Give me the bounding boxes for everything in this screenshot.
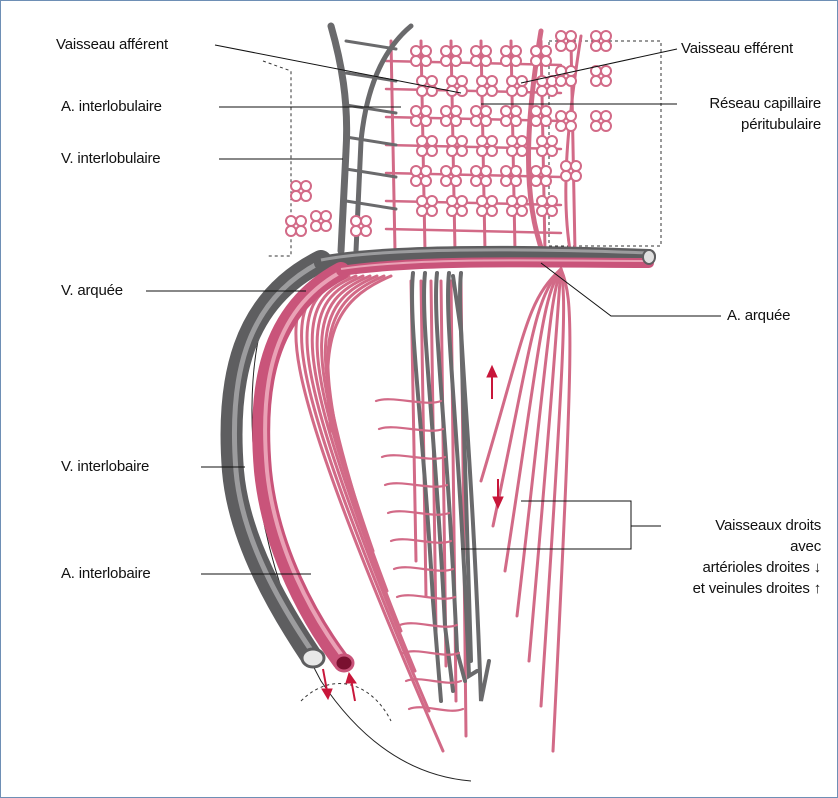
glomerulus	[507, 196, 527, 216]
glomerulus	[556, 66, 576, 86]
glomerulus	[537, 136, 557, 156]
venule-branch	[346, 41, 396, 49]
glomerulus	[537, 196, 557, 216]
glomerulus	[477, 76, 497, 96]
label-v-interlobulaire: V. interlobulaire	[61, 150, 160, 168]
label-a-arquee: A. arquée	[727, 307, 790, 325]
v-interlobulaire-vessel	[331, 26, 347, 251]
label-peritubulaire: péritubulaire	[741, 116, 821, 134]
glomeruli	[286, 31, 611, 236]
vein-end	[302, 649, 324, 667]
vasa-arteriole	[312, 276, 401, 631]
label-vaisseaux-droits: Vaisseaux droits	[715, 517, 821, 535]
capillary	[403, 651, 459, 654]
vasa-recta-arterioles	[296, 269, 570, 751]
capillary	[400, 623, 457, 626]
glomerulus	[556, 31, 576, 51]
label-reseau-capillaire: Réseau capillaire	[709, 95, 821, 113]
glomerulus	[291, 181, 311, 201]
glomerulus	[311, 211, 331, 231]
glomerulus	[591, 66, 611, 86]
artery-end	[335, 655, 353, 671]
glomerulus	[411, 166, 431, 186]
label-avec: avec	[790, 538, 821, 556]
glomerulus	[561, 161, 581, 181]
label-veinules-droites: et veinules droites ↑	[693, 580, 821, 598]
label-v-interlobaire: V. interlobaire	[61, 458, 149, 476]
label-arterioles-droites: artérioles droites ↓	[702, 559, 821, 577]
vasa-arteriole	[325, 276, 377, 511]
glomerulus	[591, 111, 611, 131]
label-vaisseau-efferent: Vaisseau efférent	[681, 40, 793, 58]
glomerulus	[447, 76, 467, 96]
label-v-arquee: V. arquée	[61, 282, 123, 300]
glomerulus	[477, 136, 497, 156]
venule-branch	[346, 73, 396, 81]
venule-branch	[346, 105, 396, 113]
label-a-interlobaire: A. interlobaire	[61, 565, 151, 583]
glomerulus	[447, 196, 467, 216]
capillary	[386, 145, 561, 149]
arcuate-end	[643, 250, 655, 264]
glomerulus	[477, 196, 497, 216]
label-vaisseau-afferent: Vaisseau afférent	[56, 36, 168, 54]
glomerulus	[507, 136, 527, 156]
glomerulus	[417, 196, 437, 216]
glomerulus	[351, 216, 371, 236]
glomerulus	[441, 166, 461, 186]
capillary	[409, 707, 463, 710]
glomerulus	[507, 76, 527, 96]
glomerulus	[286, 216, 306, 236]
glomerulus	[591, 31, 611, 51]
tip-dash	[301, 684, 391, 721]
capillary	[386, 201, 561, 205]
glomerulus	[556, 111, 576, 131]
label-a-interlobulaire: A. interlobulaire	[61, 98, 162, 116]
venule-branch	[346, 137, 396, 145]
